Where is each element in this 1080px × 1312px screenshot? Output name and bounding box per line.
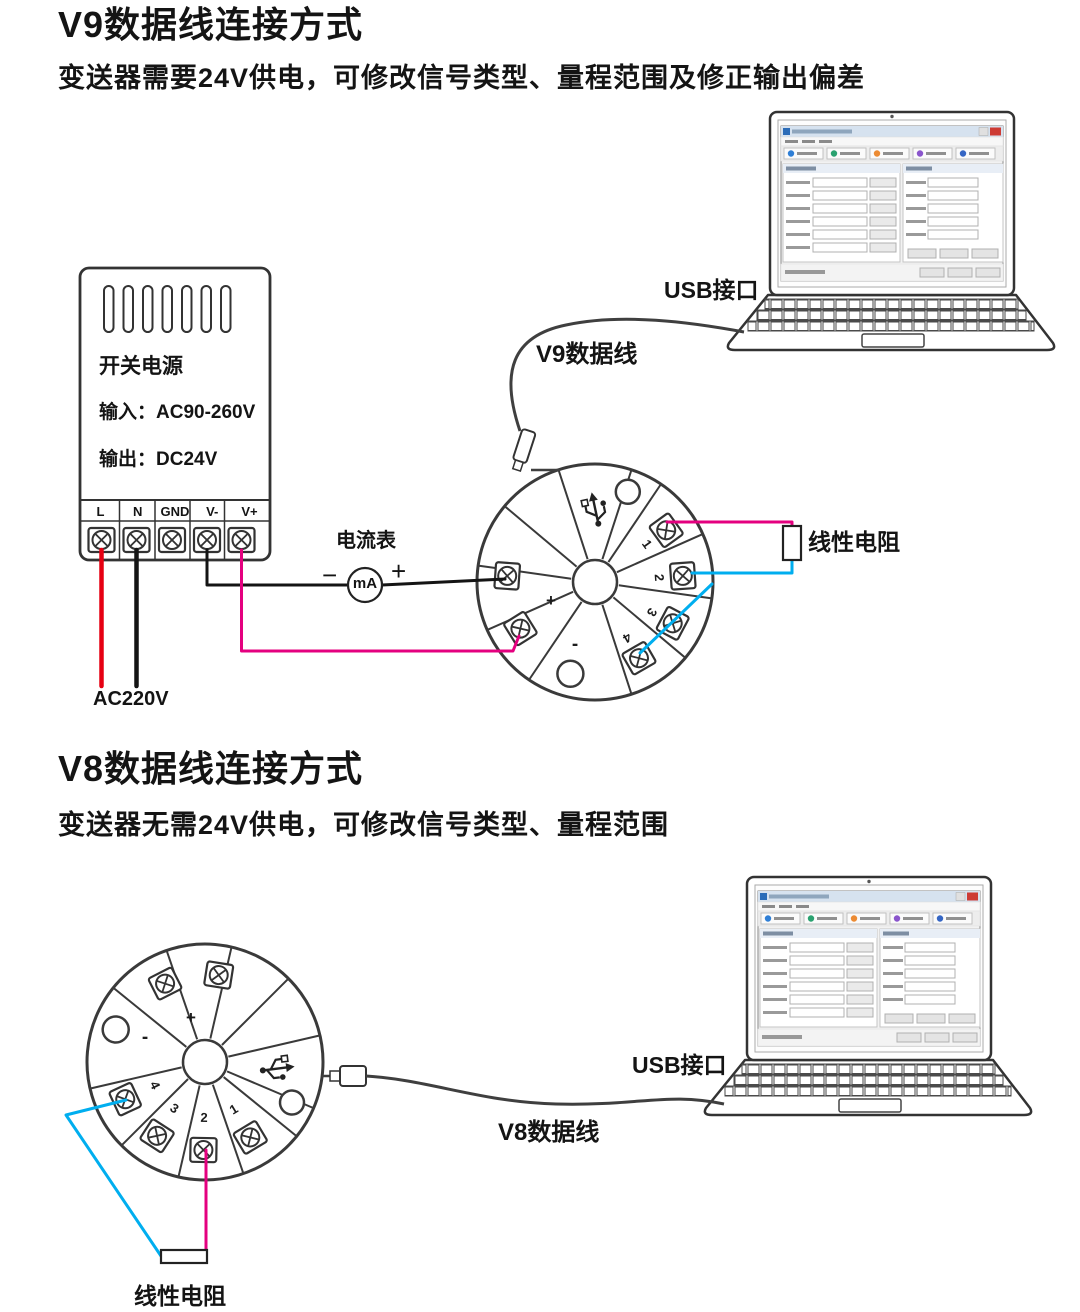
- v9-section-subtitle: 变送器需要24V供电，可修改信号类型、量程范围及修正输出偏差: [58, 63, 866, 93]
- wire-blue-diagonal: [638, 582, 714, 655]
- v9-resistor-label: 线性电阻: [808, 529, 900, 555]
- v8-section-subtitle: 变送器无需24V供电，可修改信号类型、量程范围: [58, 810, 670, 840]
- v8-section-title: V8数据线连接方式: [58, 748, 364, 789]
- terminal-label-N: N: [133, 504, 143, 519]
- laptop-computer-v9: [726, 110, 1056, 352]
- wires-v8: [64, 1098, 208, 1258]
- terminal-number-2: 2: [200, 1110, 207, 1125]
- usb-cable-v8: [322, 1065, 725, 1106]
- ammeter-minus-sign: −: [322, 560, 338, 590]
- vent-slots: [103, 285, 232, 333]
- v9-section-title: V9数据线连接方式: [58, 4, 364, 45]
- power-supply-box: [78, 266, 272, 562]
- v8-resistor-label: 线性电阻: [134, 1283, 226, 1309]
- wire-black-meter-out: [380, 577, 507, 587]
- polarity-minus: -: [142, 1027, 148, 1048]
- v9-usb-port-label: USB接口: [664, 277, 759, 303]
- polarity-plus: +: [186, 1008, 196, 1027]
- ac220v-label: AC220V: [93, 688, 169, 710]
- psu-name-label: 开关电源: [99, 355, 183, 378]
- wire-blue-v8: [64, 1098, 163, 1258]
- terminal-label-L: L: [96, 504, 105, 519]
- ammeter-label: 电流表: [336, 530, 396, 552]
- wires-v9: [99, 520, 794, 689]
- psu-terminal-labels: L N GND V- V+: [82, 504, 268, 519]
- ammeter-dial: [346, 566, 384, 604]
- psu-input-label: 输入：AC90-260V: [99, 402, 256, 423]
- wire-magenta-vplus: [240, 548, 521, 653]
- psu-output-label: 输出：DC24V: [99, 449, 218, 470]
- ammeter-unit: mA: [352, 575, 378, 592]
- polarity-minus: -: [572, 634, 578, 655]
- v8-cable-label: V8数据线: [498, 1119, 600, 1146]
- terminal-label-GND: GND: [160, 504, 190, 519]
- terminal-label-Vplus: V+: [241, 504, 258, 519]
- linear-resistor-v8: [159, 1248, 209, 1265]
- usb-cable-v9: [509, 317, 745, 473]
- terminal-number-2: 2: [652, 573, 667, 581]
- wire-blue-resistor: [690, 558, 794, 575]
- wire-black-vminus: [205, 548, 350, 587]
- v9-cable-label: V9数据线: [536, 341, 638, 368]
- polarity-plus: +: [546, 591, 556, 610]
- terminal-label-Vminus: V-: [206, 504, 219, 519]
- v8-usb-port-label: USB接口: [632, 1052, 727, 1078]
- laptop-computer-v8: [703, 875, 1033, 1117]
- linear-resistor-v9: [781, 524, 803, 562]
- ammeter-plus-sign: +: [391, 556, 407, 586]
- transmitter-v9: [477, 464, 713, 700]
